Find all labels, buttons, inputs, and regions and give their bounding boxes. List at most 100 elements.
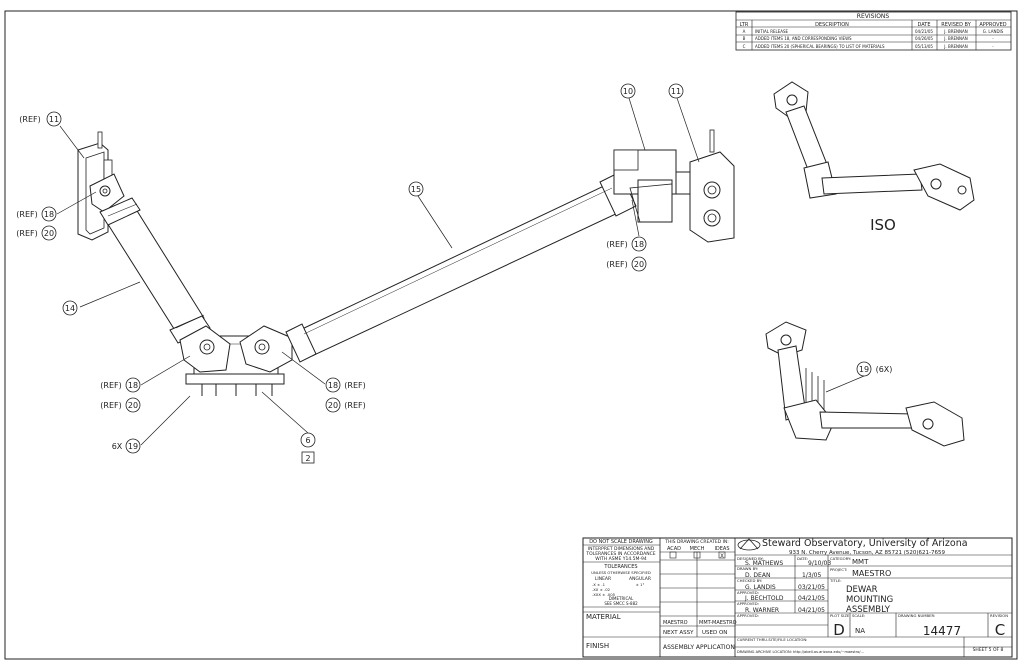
callout-20b: 20 — [128, 401, 138, 410]
assembly-application-label: ASSEMBLY APPLICATION — [663, 644, 735, 651]
drawn-by-label: DRAWN BY: — [737, 566, 758, 571]
revision-label: REVISION — [990, 613, 1008, 618]
category-label: CATEGORY: — [830, 556, 851, 561]
title-line-3: ASSEMBLY — [846, 605, 891, 615]
rev-b-by: J. BRENNAN — [943, 36, 968, 41]
interpret-line-1: INTERPRET DIMENSIONS AND — [588, 546, 655, 552]
checkbox-ideas-mark: X — [720, 554, 724, 560]
rev-c-ltr: C — [743, 44, 746, 49]
title-label: TITLE: — [829, 578, 842, 583]
rev-b-date: 04/26/05 — [915, 36, 933, 41]
archive-location: DRAWING ARCHIVE LOCATION: http://abell.a… — [737, 650, 864, 654]
title-line-2: MOUNTING — [846, 595, 893, 605]
callout-20c-ref: (REF) — [344, 401, 365, 410]
rev-header-revised-by: REVISED BY — [941, 22, 971, 28]
rev-c-by: J. BRENNAN — [943, 44, 968, 49]
title-block: DO NOT SCALE DRAWING INTERPRET DIMENSION… — [582, 537, 1013, 658]
date-label: DATE: — [797, 556, 808, 561]
drawing-number: 14477 — [923, 624, 961, 638]
callout-20d: 20 — [634, 260, 644, 269]
interpret-line-2: TOLERANCES IN ACCORDANCE — [585, 551, 655, 557]
scale-label: SCALE: — [852, 613, 865, 618]
callout-18c-ref: (REF) — [344, 381, 365, 390]
organization-address: 933 N. Cherry Avenue, Tucson, AZ 85721 (… — [789, 550, 945, 556]
angular-label: ANGULAR — [629, 576, 651, 582]
rev-a-appr: G. LANDIS — [983, 29, 1004, 34]
callout-balloons — [41, 83, 872, 454]
interpret-line-3: WITH ASME Y14.5M-94 — [595, 556, 647, 562]
created-acad: ACAD — [667, 546, 681, 552]
tolerances-label: TOLERANCES — [603, 564, 637, 570]
callout-20: 20 — [44, 229, 54, 238]
current-location-label: CURRENT THRU-SITE/FILE LOCATION: — [737, 637, 807, 642]
project-label: PROJECT: — [830, 567, 847, 572]
rev-b-appr: - — [992, 36, 994, 41]
callout-11b: 11 — [671, 87, 681, 96]
plot-size-value: D — [833, 621, 845, 639]
callout-20c: 20 — [328, 401, 338, 410]
linear-tol-2: .XX ± .02 — [592, 587, 611, 592]
callout-11: 11 — [49, 115, 59, 124]
observatory-logo — [737, 538, 761, 551]
linear-tol-3: .XXX ± .005 — [592, 592, 616, 597]
callout-11-ref: (REF) — [19, 115, 40, 124]
revision-value: C — [995, 621, 1005, 639]
callout-19b: 19 — [859, 365, 869, 374]
created-in-label: THIS DRAWING CREATED IN: — [664, 539, 729, 545]
iso-label: ISO — [870, 216, 896, 234]
dimetrical-label: DIMETRICAL — [609, 596, 634, 601]
category-value: MMT — [852, 558, 869, 566]
material-label: MATERIAL — [586, 613, 621, 621]
callout-14: 14 — [65, 304, 75, 313]
created-mech: MECH — [690, 546, 705, 552]
callout-18b-ref: (REF) — [100, 381, 121, 390]
linear-label: LINEAR — [595, 576, 611, 582]
finish-label: FINISH — [586, 642, 609, 650]
unless-note: UNLESS OTHERWISE SPECIFIED — [591, 570, 651, 575]
callout-18-ref: (REF) — [16, 210, 37, 219]
approved-1: J. BECHTOLD — [744, 595, 784, 602]
used-on-label: USED ON — [702, 630, 727, 636]
rev-b-desc: ADDED ITEMS 18, AND CORRESPONDING VIEWS — [755, 36, 852, 41]
rev-header-description: DESCRIPTION — [815, 22, 849, 28]
leader-lines — [56, 97, 865, 446]
rev-a-desc: INITIAL RELEASE — [755, 29, 789, 34]
linear-tol-1: .X ± .1 — [592, 582, 606, 587]
sheet-border — [4, 10, 1018, 660]
tube-14 — [99, 197, 211, 344]
drawn-date: 1/3/05 — [802, 572, 821, 579]
callout-20d-ref: (REF) — [606, 260, 627, 269]
approved-1-label: APPROVED: — [737, 590, 759, 595]
rev-header-ltr: LTR — [740, 22, 749, 28]
designed-by: S. MATHEWS — [745, 560, 783, 567]
main-assembly-view: (REF) 11 (REF) 18 (REF) 20 14 (REF) 18 (… — [16, 83, 893, 464]
callout-15: 15 — [411, 185, 421, 194]
rev-c-date: 05/13/05 — [915, 44, 933, 49]
callout-6: 6 — [305, 436, 310, 445]
see-smcc: SEE SMCC S-882 — [604, 601, 638, 606]
approved-1-date: 04/21/05 — [798, 595, 825, 602]
mmt-maestro-label: MMT-MAESTRO — [699, 620, 737, 626]
rev-header-date: DATE — [917, 22, 930, 28]
callout-19b-qty: (6X) — [876, 365, 893, 374]
checkbox-acad — [669, 551, 677, 559]
callout-18b: 18 — [128, 381, 138, 390]
title-line-1: DEWAR — [846, 585, 878, 595]
approved-2: R. WARNER — [745, 607, 779, 614]
callout-18d: 18 — [634, 240, 644, 249]
callout-18d-ref: (REF) — [606, 240, 627, 249]
revisions-title: REVISIONS — [857, 13, 890, 20]
callout-20-ref: (REF) — [16, 229, 37, 238]
scale-value: NA — [855, 627, 865, 635]
rev-c-desc: ADDED ITEMS 20 (SPHERICAL BEARINGS) TO L… — [755, 44, 885, 49]
callout-6-qty: 2 — [305, 454, 310, 463]
callout-18: 18 — [44, 210, 54, 219]
rev-header-approved: APPROVED — [979, 22, 1006, 28]
rev-b-ltr: B — [743, 36, 746, 41]
organization-name: Steward Observatory, University of Arizo… — [762, 538, 968, 549]
callout-18c: 18 — [328, 381, 338, 390]
drawn-by: D. DEAN — [745, 572, 770, 579]
rev-c-appr: - — [992, 44, 994, 49]
tube-15 — [285, 171, 637, 363]
callout-19: 19 — [128, 442, 138, 451]
